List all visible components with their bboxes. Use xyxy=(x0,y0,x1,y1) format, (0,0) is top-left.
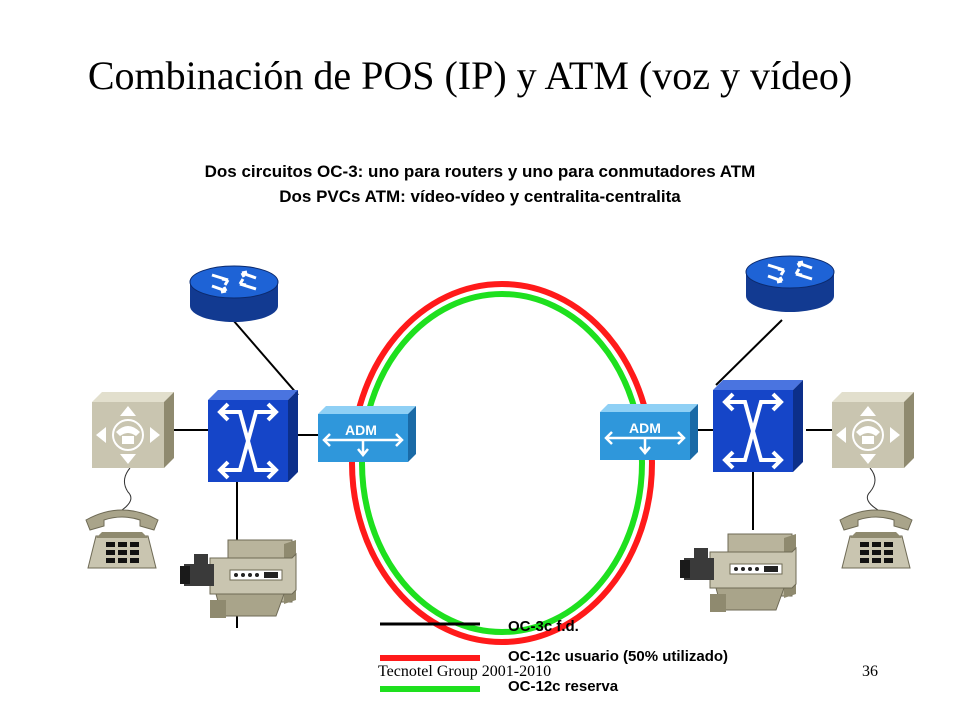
atm-switch-icon-left xyxy=(206,388,300,484)
pbx-icon-right xyxy=(831,391,915,469)
legend-label-reserva: OC-12c reserva xyxy=(508,678,619,695)
telephone-icon-left xyxy=(85,509,159,569)
router-icon-left xyxy=(188,264,280,324)
subtitle-line-1: Dos circuitos OC-3: uno para routers y u… xyxy=(204,162,756,181)
video-camera-icon-right xyxy=(679,533,797,613)
pbx-icon-left xyxy=(91,391,175,469)
legend-label-usuario: OC-12c usuario (50% utilizado) xyxy=(508,648,729,665)
subtitle-line-2: Dos PVCs ATM: vídeo-vídeo y centralita-c… xyxy=(279,187,681,206)
adm-right-label: ADM xyxy=(629,420,661,436)
footer-text: Tecnotel Group 2001-2010 xyxy=(378,663,552,680)
legend-label-oc3: OC-3c f.d. xyxy=(508,618,579,635)
atm-switch-icon-right xyxy=(711,378,805,474)
video-camera-icon-left xyxy=(179,539,297,619)
legend xyxy=(380,622,480,692)
page-title: Combinación de POS (IP) y ATM (voz y víd… xyxy=(87,53,853,98)
sonet-ring xyxy=(349,281,655,645)
adm-left-label: ADM xyxy=(345,422,377,438)
page-number: 36 xyxy=(862,663,878,680)
router-icon-right xyxy=(744,254,836,314)
telephone-icon-right xyxy=(839,509,913,569)
